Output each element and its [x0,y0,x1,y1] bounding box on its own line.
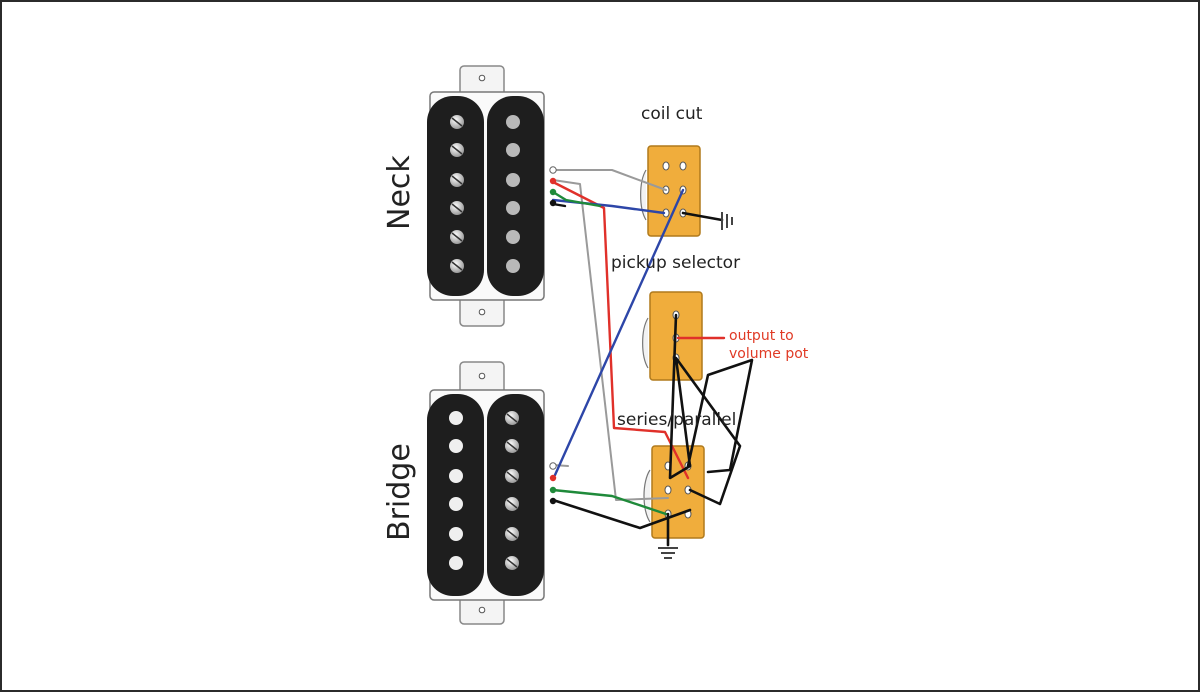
bridge-black-wire [551,498,692,530]
neck-coil-left [427,96,484,296]
neck-screw-bottom [478,308,486,316]
neck-green-wire [551,190,602,208]
neck-bare-wire [552,169,667,191]
coil-cut-ground-wire [681,211,724,222]
pickup-selector-label: pickup selector [611,253,740,273]
neck-screw-poles [450,115,464,273]
neck-red-wire [551,180,690,480]
bridge-pickup: Bridge [382,361,545,625]
bridge-lead-terminals [549,462,557,505]
selector-jumper [686,358,754,474]
bridge-screw-poles [505,411,519,570]
neck-slug-poles [506,115,520,273]
bridge-slug-poles [449,411,463,570]
coil-cut-switch [640,145,701,237]
series-parallel-jumpers [668,313,742,506]
neck-lead-terminals [549,166,557,207]
wiring [551,169,754,547]
neck-label: Neck [382,155,417,230]
series-parallel-label: series/parallel [617,410,736,430]
bridge-screw-top [478,372,486,380]
neck-gray-wire [552,179,669,501]
bridge-coil-left [427,394,484,596]
bridge-label: Bridge [382,443,417,541]
bridge-green-wire [551,488,668,516]
bridge-screw-bottom [478,606,486,614]
output-label-line2: volume pot [729,346,809,362]
bridge-blue-wire [553,188,685,477]
neck-screw-top [478,74,486,82]
bridge-coil-right [487,394,544,596]
output-label-line1: output to [729,328,794,344]
neck-pickup: Neck [382,65,545,327]
coil-cut-label: coil cut [641,104,703,124]
coil-cut-ground-icon [721,212,733,230]
series-parallel-ground-icon [658,547,678,559]
neck-coil-right [487,96,544,296]
pickup-selector-switch [642,291,703,381]
